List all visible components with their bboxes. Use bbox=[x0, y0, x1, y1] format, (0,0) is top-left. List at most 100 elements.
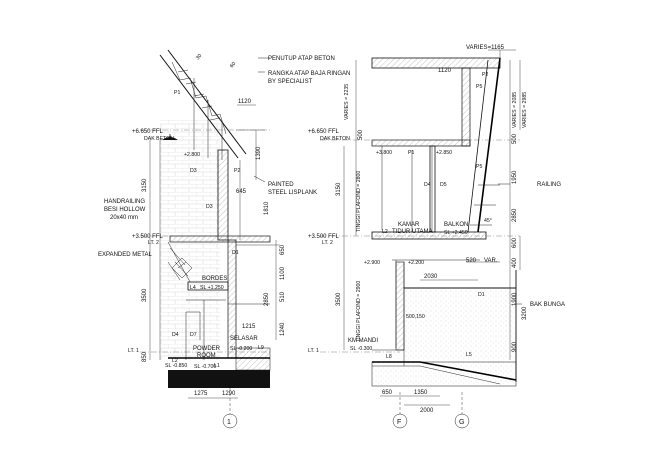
dim-varies-2085: VARIES = 2085 bbox=[512, 92, 518, 128]
tag-l9-left: L9 bbox=[258, 345, 264, 351]
right-bak-bunga-wall bbox=[395, 261, 405, 351]
level-lt2-left: LT. 2 bbox=[148, 240, 159, 246]
left-stair-landing bbox=[187, 281, 229, 291]
tag-p5-right: P5 bbox=[476, 84, 482, 90]
elev-2850: +2.850 bbox=[436, 150, 452, 156]
dim-1215-left: 1215 bbox=[242, 324, 256, 330]
left-section bbox=[140, 49, 280, 429]
dim-400-right: 400 bbox=[512, 257, 518, 268]
right-roof-slab bbox=[371, 57, 501, 69]
grid-label-1: 1 bbox=[227, 419, 231, 426]
dim-650-left: 650 bbox=[280, 244, 286, 255]
label-railing: RAILING bbox=[537, 182, 561, 188]
level-lt1-left: LT. 1 bbox=[128, 348, 139, 354]
tag-p2-right: P2 bbox=[482, 72, 488, 78]
dim-1240-left: 1240 bbox=[280, 322, 286, 336]
grid-label-g: G bbox=[459, 419, 464, 426]
label-rangka-atap-1: RANGKA ATAP BAJA RINGAN bbox=[268, 71, 350, 77]
right-upper-wall bbox=[461, 67, 471, 147]
tag-p1-right: P1 bbox=[408, 150, 414, 156]
elev-2900: +2.900 bbox=[364, 260, 380, 266]
dim-1950-right: 1950 bbox=[512, 170, 518, 184]
label-bak-bunga: BAK BUNGA bbox=[530, 302, 565, 308]
room-selasar-sl: SL -0.200 bbox=[230, 346, 252, 352]
right-ground bbox=[371, 361, 517, 387]
dim-tinggi-2800: TINGGI PLAFOND = 2800 bbox=[356, 171, 362, 232]
tag-l2-left: L2 bbox=[172, 358, 178, 364]
tag-d7-left: D7 bbox=[190, 332, 197, 338]
dim-3500-right: 3500 bbox=[336, 292, 342, 306]
right-slab-lt2 bbox=[371, 231, 487, 240]
elev-3800: +3.800 bbox=[376, 150, 392, 156]
elev-2800: +2.800 bbox=[184, 152, 200, 158]
dim-3200-right: 3200 bbox=[522, 306, 528, 320]
grid-label-f: F bbox=[397, 419, 401, 426]
room-kamar-1: KAMAR bbox=[398, 222, 420, 228]
roof-truss bbox=[159, 49, 247, 160]
right-slab-lt3 bbox=[371, 139, 471, 147]
balkon-wall bbox=[429, 145, 436, 233]
dim-30-left: 30 bbox=[195, 53, 203, 61]
dim-tinggi-2900: TINGGI PLAFOND = 2900 bbox=[356, 281, 362, 342]
room-powder-2: ROOM bbox=[197, 353, 216, 359]
room-km-mandi: KM MANDI bbox=[348, 338, 378, 344]
dim-3150-left: 3150 bbox=[142, 178, 148, 192]
label-handrailing-3: 20x40 mm bbox=[110, 215, 138, 221]
tag-l8-right: L8 bbox=[386, 354, 392, 360]
dim-1350-right: 1350 bbox=[414, 390, 428, 396]
dim-850-left: 850 bbox=[142, 351, 148, 362]
bak-bunga-fill bbox=[404, 288, 516, 360]
level-lt1-right: LT. 1 bbox=[308, 348, 319, 354]
tag-p1-left: P1 bbox=[174, 90, 180, 96]
tag-d4-left: D4 bbox=[172, 332, 179, 338]
railing-graphic bbox=[470, 184, 500, 226]
room-bordes-sl: SL +1.250 bbox=[200, 285, 224, 291]
dim-2850-left: 2850 bbox=[264, 292, 270, 306]
dim-1290-left: 1290 bbox=[222, 391, 236, 397]
room-km-sl: SL -0.300 bbox=[350, 346, 372, 352]
room-bordes: BORDES bbox=[202, 276, 227, 282]
room-kamar-2: TIDUR UTAMA bbox=[392, 229, 433, 235]
dim-2000-right: 2000 bbox=[420, 408, 434, 414]
label-handrailing-2: BESI HOLLOW bbox=[104, 207, 146, 213]
dim-var-right: VAR. bbox=[484, 258, 498, 264]
label-expanded-metal: EXPANDED METAL bbox=[98, 252, 152, 258]
tag-d1-left: D1 bbox=[232, 250, 239, 256]
dim-1275-left: 1275 bbox=[194, 391, 208, 397]
room-sl-0850: SL -0.850 bbox=[165, 363, 187, 369]
level-ffl-3500-right: +3.500 FFL bbox=[308, 234, 340, 240]
room-balkon-sl: SL +2.450 bbox=[444, 230, 468, 236]
dim-angle-right: 45° bbox=[484, 218, 492, 224]
dim-1100-left: 1100 bbox=[280, 266, 286, 280]
tag-p5b-right: P5 bbox=[476, 164, 482, 170]
label-rangka-atap-2: BY SPECIALIST bbox=[268, 79, 313, 85]
room-selasar: SELASAR bbox=[230, 336, 258, 342]
dim-varies-2235: VARIES = 2235 bbox=[344, 84, 350, 120]
tag-l1-left: L1 bbox=[214, 363, 220, 369]
dim-520-right: 520 bbox=[466, 258, 477, 264]
tag-l2-right: L2 bbox=[382, 229, 388, 235]
tag-d1-right: D1 bbox=[478, 292, 485, 298]
left-column bbox=[217, 149, 229, 241]
tag-l4-left: L4 bbox=[190, 285, 196, 291]
room-powder-sl: SL -0.700 bbox=[194, 364, 216, 370]
dim-500-150-right: 500,150 bbox=[406, 314, 425, 320]
dim-900-right: 900 bbox=[512, 341, 518, 352]
dim-510-left: 510 bbox=[280, 291, 286, 302]
dim-1120-right: 1120 bbox=[438, 68, 452, 74]
tag-d4-right: D4 bbox=[424, 182, 431, 188]
level-ffl-6650-right: +6.650 FFL bbox=[308, 129, 340, 135]
dim-varies-2985: VARIES = 2985 bbox=[522, 92, 528, 128]
dim-500a-right: 500 bbox=[358, 129, 364, 140]
level-lt2-right: LT. 2 bbox=[322, 240, 333, 246]
label-penutup-atap: PENUTUP ATAP BETON bbox=[268, 56, 335, 62]
dim-3150-right: 3150 bbox=[336, 182, 342, 196]
tag-p2-left: P2 bbox=[234, 168, 240, 174]
tag-d3-left: D3 bbox=[190, 168, 197, 174]
dim-3500-left: 3500 bbox=[142, 288, 148, 302]
level-dak-beton-left: DAK BETON bbox=[144, 136, 174, 142]
label-painted-2: STEEL LISPLANK bbox=[268, 190, 317, 196]
dim-2030-right: 2030 bbox=[424, 274, 438, 280]
dim-1390-left: 1390 bbox=[256, 146, 262, 160]
expanded-metal-graphic bbox=[171, 257, 193, 279]
